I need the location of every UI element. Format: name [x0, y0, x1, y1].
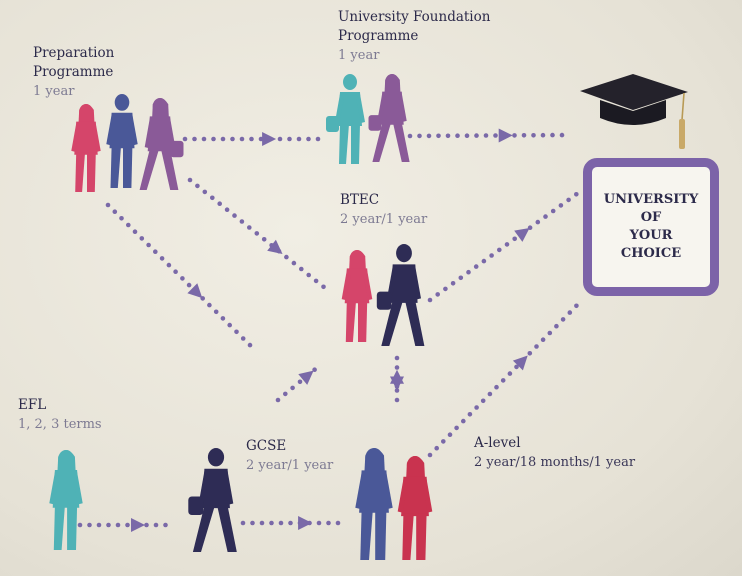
- arrow-prep-to-alevel: [105, 202, 253, 348]
- btec-title: BTEC: [340, 192, 380, 208]
- foundation-duration: 1 year: [338, 48, 380, 63]
- university-line4: CHOICE: [620, 246, 682, 261]
- student-navy-btec-figure: [376, 244, 425, 346]
- foundation-title-line1: University Foundation: [338, 9, 491, 25]
- student-teal-efl-figure: [49, 450, 83, 550]
- student-teal-figure: [326, 74, 365, 164]
- student-purple-bag-figure: [368, 74, 410, 162]
- university-line1: UNIVERSITY: [603, 192, 699, 207]
- student-blue-alevel-figure: [355, 448, 393, 560]
- student-navy-gcse-figure: [188, 448, 237, 552]
- btec-duration: 2 year/1 year: [340, 212, 428, 227]
- preparation-duration: 1 year: [33, 84, 75, 99]
- arrow-alevel-up-to-btec: [390, 369, 404, 403]
- arrow-btec-to-university: [427, 192, 579, 303]
- efl-title: EFL: [18, 397, 47, 413]
- arrow-alevel-to-btec: [275, 367, 317, 403]
- gcse-duration: 2 year/1 year: [246, 458, 334, 473]
- stage-alevel: A-level 2 year/18 months/1 year: [474, 434, 635, 472]
- student-pink-btec-figure: [341, 250, 373, 342]
- arrow-gcse-to-alevel: [240, 516, 341, 530]
- university-line2: OF: [640, 210, 662, 225]
- preparation-title-line1: Preparation: [33, 45, 115, 61]
- stage-foundation: University Foundation Programme 1 year: [338, 8, 490, 65]
- student-red-alevel-figure: [397, 456, 433, 560]
- stage-gcse: GCSE 2 year/1 year: [246, 437, 333, 475]
- student-blue-figure: [106, 94, 138, 188]
- university-of-your-choice-box: UNIVERSITY OF YOUR CHOICE: [583, 158, 719, 296]
- arrow-prep-to-foundation: [182, 132, 321, 146]
- arrow-prep-to-btec: [187, 177, 326, 290]
- pathway-arrows: [77, 128, 579, 532]
- arrow-efl-to-gcse: [77, 518, 168, 532]
- foundation-title-line2: Programme: [338, 28, 419, 44]
- graduation-cap-icon: [580, 74, 688, 149]
- preparation-title-line2: Programme: [33, 64, 114, 80]
- stage-btec: BTEC 2 year/1 year: [340, 191, 427, 229]
- gcse-title: GCSE: [246, 438, 287, 454]
- student-pink-figure: [71, 104, 101, 192]
- student-purple-figure: [139, 98, 184, 190]
- alevel-duration: 2 year/18 months/1 year: [474, 455, 636, 470]
- university-line3: YOUR: [629, 228, 673, 243]
- arrow-foundation-to-cap: [407, 128, 565, 143]
- stage-efl: EFL 1, 2, 3 terms: [18, 396, 102, 434]
- alevel-title: A-level: [474, 435, 521, 451]
- arrow-alevel-to-university: [427, 303, 579, 458]
- stage-preparation: Preparation Programme 1 year: [33, 44, 114, 101]
- efl-duration: 1, 2, 3 terms: [18, 417, 102, 432]
- student-figures: [49, 74, 433, 560]
